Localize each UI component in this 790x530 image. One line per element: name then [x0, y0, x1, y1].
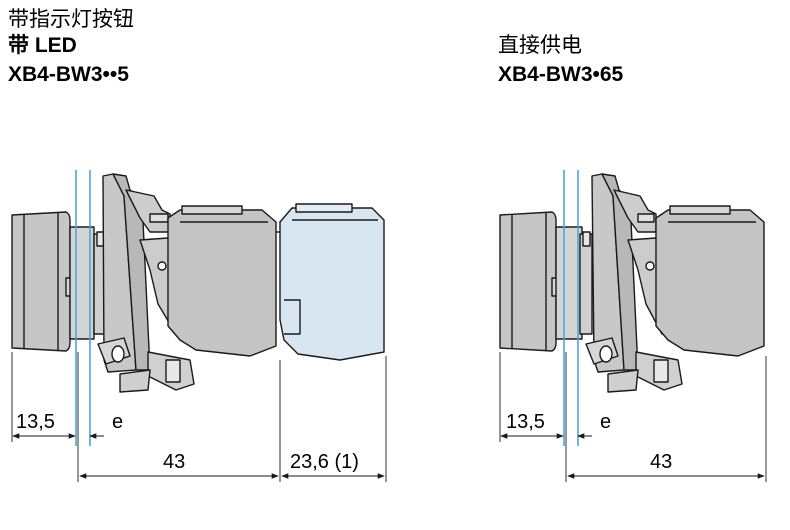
right-title-line1: 直接供电 — [498, 34, 582, 57]
left-dim-extra: 23,6 (1) — [290, 451, 359, 473]
left-led-block — [279, 207, 385, 361]
left-dim-gap: e — [112, 411, 123, 433]
right-dim-gap: e — [600, 411, 611, 433]
right-pushbutton-assembly — [499, 173, 765, 393]
right-button-head — [499, 211, 557, 352]
left-dim-front: 13,5 — [16, 411, 55, 433]
right-dim-front: 13,5 — [506, 411, 545, 433]
left-button-head — [11, 211, 71, 352]
left-pushbutton-assembly — [11, 173, 385, 393]
left-title-line1: 带指示灯按钮 — [8, 8, 134, 31]
right-contact-block — [655, 209, 765, 357]
left-model-code: XB4-BW3••5 — [8, 63, 129, 86]
left-contact-block — [167, 209, 277, 357]
left-dim-body: 43 — [163, 451, 185, 473]
left-title-line2: 带 LED — [8, 34, 77, 57]
right-dim-body: 43 — [650, 451, 672, 473]
right-model-code: XB4-BW3•65 — [498, 63, 624, 86]
